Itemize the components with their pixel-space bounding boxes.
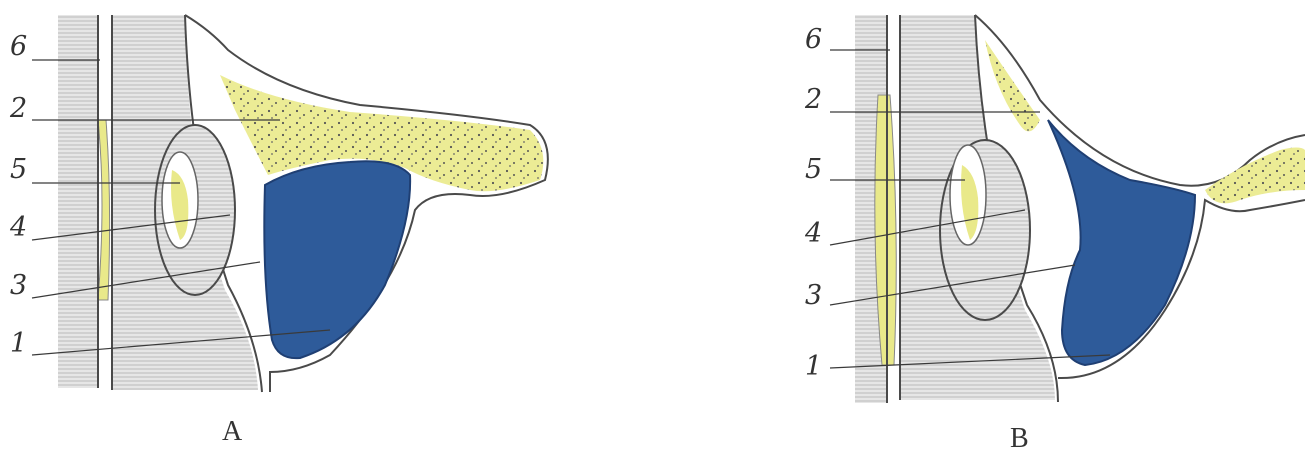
label-6-a: 6 [10, 31, 27, 62]
label-3-a: 3 [10, 270, 27, 301]
blue-cavity [1048, 120, 1195, 365]
blue-cavity [264, 161, 410, 358]
label-1-a: 1 [10, 328, 27, 359]
label-2-a: 2 [9, 93, 27, 124]
label-5-a: 5 [10, 154, 27, 185]
label-4-a: 4 [9, 212, 27, 243]
panel-a: 6 2 5 4 3 1 A [9, 15, 548, 447]
yellow-cartilage-strip [98, 120, 110, 300]
label-6-b: 6 [805, 24, 822, 55]
caption-a: A [222, 416, 243, 447]
label-1-b: 1 [805, 351, 822, 382]
label-2-b: 2 [804, 84, 822, 115]
left-bone-strip [58, 15, 98, 388]
panel-b: 6 2 5 4 3 1 B [804, 15, 1305, 453]
label-3-b: 3 [805, 280, 822, 311]
label-4-b: 4 [804, 218, 822, 249]
caption-b: B [1010, 423, 1029, 453]
label-5-b: 5 [805, 154, 822, 185]
